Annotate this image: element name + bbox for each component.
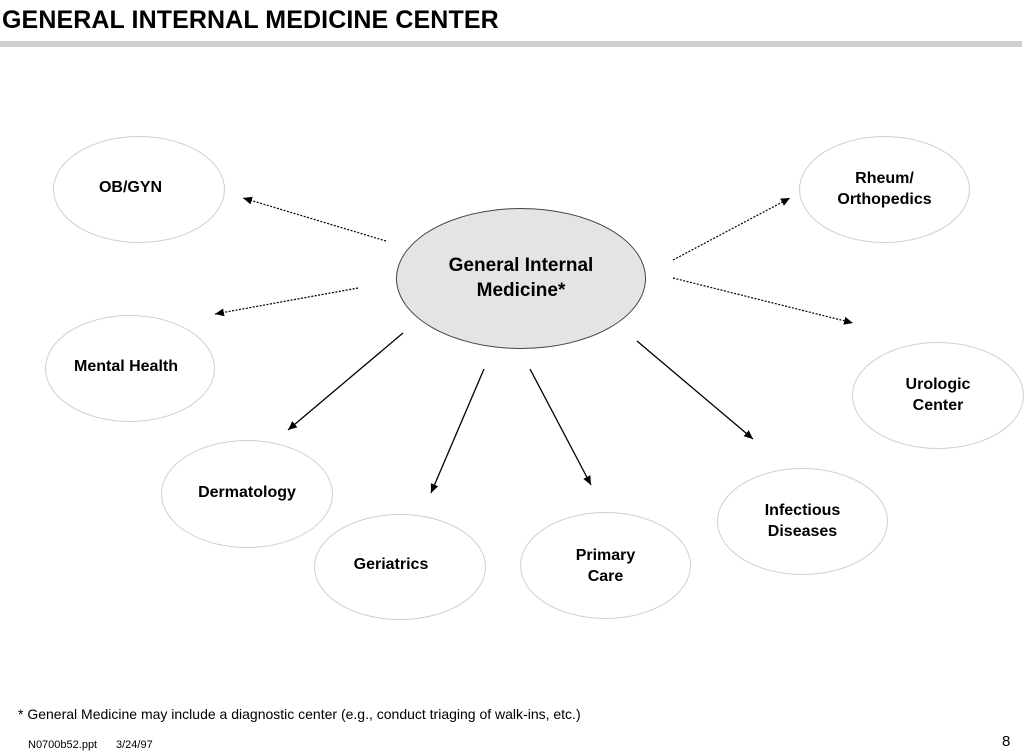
node-rheum-orthopedics bbox=[799, 136, 970, 243]
arrow-to-obgyn bbox=[242, 196, 387, 242]
arrow-to-urologic bbox=[672, 277, 854, 325]
node-obgyn bbox=[53, 136, 225, 243]
arrow-to-infectious bbox=[636, 340, 754, 440]
node-dermatology-label: Dermatology bbox=[198, 484, 296, 501]
footnote: * General Medicine may include a diagnos… bbox=[18, 706, 581, 722]
node-infectious-diseases-label: Infectious Diseases bbox=[764, 502, 841, 540]
node-geriatrics bbox=[314, 514, 486, 620]
node-dermatology bbox=[161, 440, 333, 548]
footer-filename: N0700b52.ppt bbox=[28, 739, 98, 751]
page-number: 8 bbox=[1002, 733, 1011, 750]
node-geriatrics-label: Geriatrics bbox=[353, 556, 429, 573]
arrow-to-mental-health bbox=[214, 287, 359, 317]
node-urologic-center-label: Urologic Center bbox=[905, 376, 971, 414]
node-obgyn-label: OB/GYN bbox=[98, 179, 163, 196]
node-mental-health bbox=[45, 315, 215, 422]
center-node bbox=[396, 208, 646, 349]
page-title: GENERAL INTERNAL MEDICINE CENTER bbox=[2, 6, 499, 34]
arrow-to-geriatrics bbox=[430, 368, 485, 494]
arrow-to-primary-care bbox=[529, 368, 592, 486]
node-rheum-orthopedics-label: Rheum/ Orthopedics bbox=[837, 170, 932, 208]
center-node-label: General Internal Medicine* bbox=[448, 255, 594, 301]
title-divider bbox=[0, 41, 1022, 47]
arrow-to-rheum bbox=[672, 197, 791, 261]
node-infectious-diseases bbox=[717, 468, 888, 575]
node-primary-care bbox=[520, 512, 691, 619]
arrow-to-dermatology bbox=[287, 332, 404, 431]
footer-date: 3/24/97 bbox=[116, 739, 153, 751]
node-primary-care-label: Primary Care bbox=[575, 547, 636, 585]
node-mental-health-label: Mental Health bbox=[73, 358, 178, 375]
